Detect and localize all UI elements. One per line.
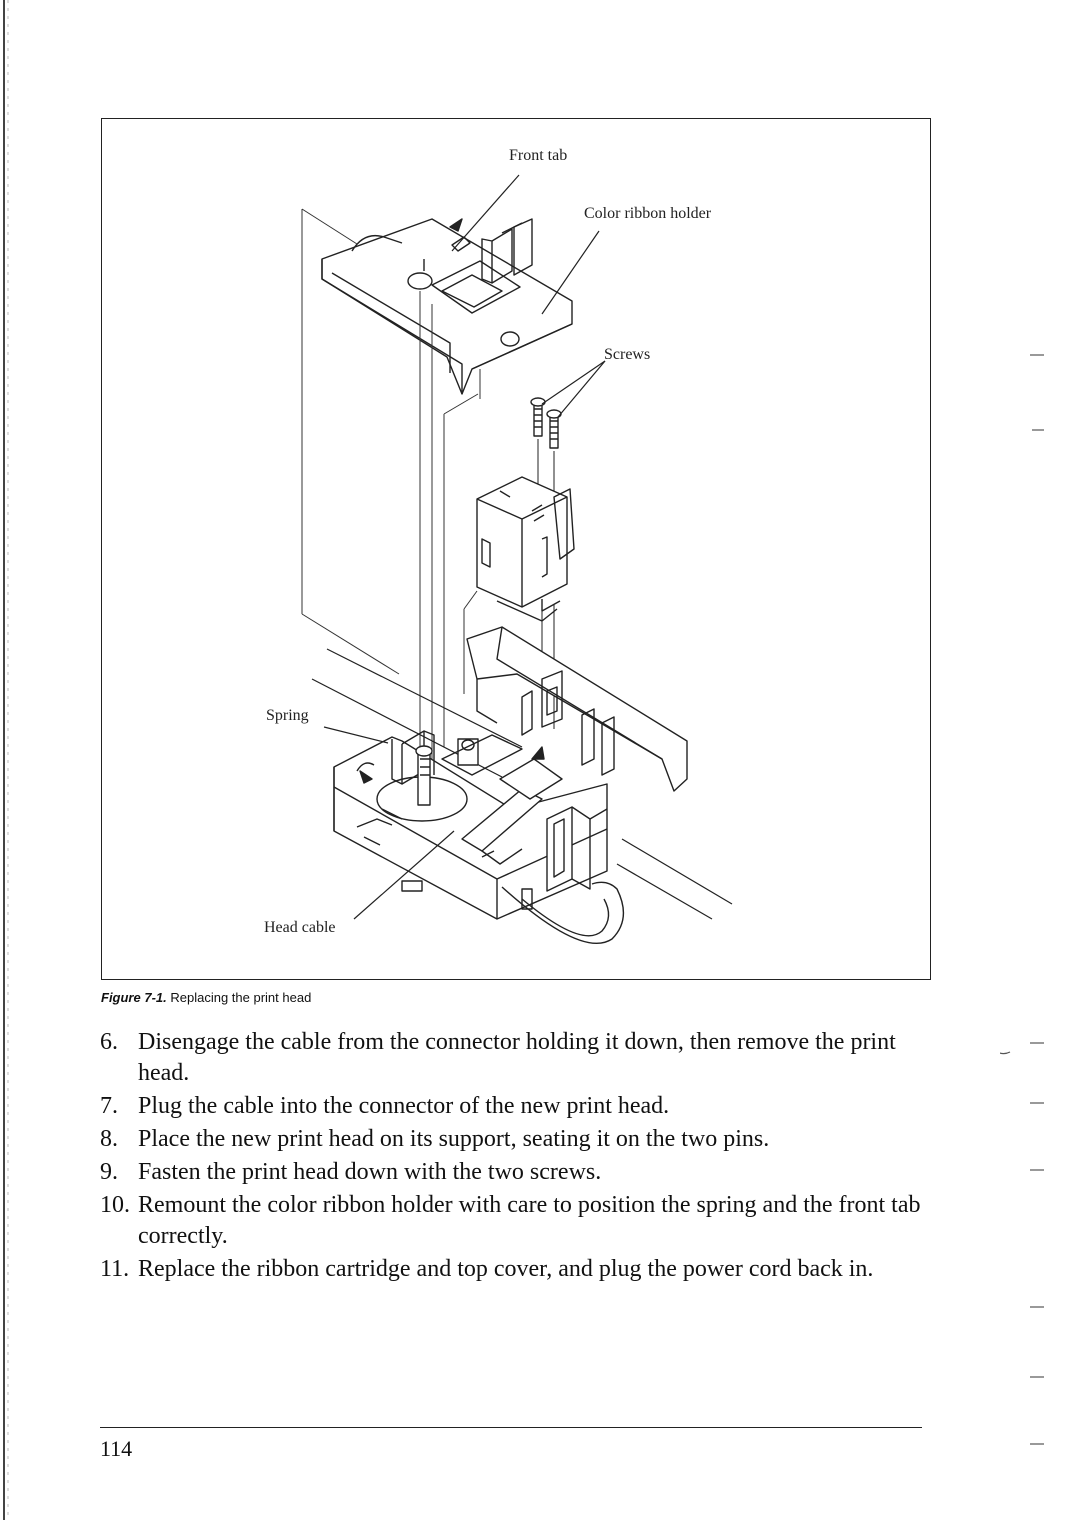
- instruction-steps: 6. Disengage the cable from the connector…: [100, 1027, 930, 1287]
- callout-color-ribbon-holder: Color ribbon holder: [584, 205, 712, 222]
- step-item: 8. Place the new print head on its suppor…: [100, 1124, 930, 1155]
- step-number: 9.: [100, 1159, 118, 1185]
- step-number: 11.: [100, 1256, 130, 1282]
- step-item: 10. Remount the color ribbon holder with …: [100, 1190, 930, 1252]
- step-number: 7.: [100, 1093, 118, 1119]
- figure-caption: Figure 7-1. Replacing the print head: [101, 990, 311, 1005]
- scan-edge-left: [3, 0, 9, 1520]
- step-text: Remount the color ribbon holder with car…: [138, 1192, 921, 1249]
- footer-rule: [100, 1427, 922, 1428]
- step-text: Place the new print head on its support,…: [138, 1126, 770, 1152]
- step-number: 8.: [100, 1126, 118, 1152]
- color-ribbon-holder-part: [321, 218, 573, 395]
- step-number: 6.: [100, 1029, 118, 1055]
- step-text: Fasten the print head down with the two …: [138, 1159, 602, 1185]
- page-number: 114: [100, 1436, 133, 1461]
- callout-spring: Spring: [266, 707, 309, 724]
- step-text: Plug the cable into the connector of the…: [138, 1093, 670, 1119]
- step-number: 10.: [100, 1192, 130, 1218]
- step-item: 7. Plug the cable into the connector of t…: [100, 1091, 930, 1122]
- figure-caption-label: Figure 7-1.: [101, 990, 167, 1005]
- figure-frame: Front tab Color ribbon holder Screws Spr…: [101, 118, 931, 980]
- step-item: 9. Fasten the print head down with the tw…: [100, 1157, 930, 1188]
- callout-head-cable: Head cable: [264, 919, 336, 936]
- ribbon-guide-part: [466, 626, 688, 792]
- step-item: 6. Disengage the cable from the connector…: [100, 1027, 930, 1089]
- scan-edge-right: [1000, 354, 1044, 1445]
- callout-front-tab: Front tab: [509, 147, 568, 164]
- callout-screws: Screws: [604, 346, 651, 363]
- print-head-exploded-diagram: [301, 174, 733, 944]
- figure-caption-text: Replacing the print head: [170, 990, 312, 1005]
- step-item: 11. Replace the ribbon cartridge and top …: [100, 1254, 930, 1285]
- step-text: Replace the ribbon cartridge and top cov…: [138, 1256, 874, 1282]
- step-text: Disengage the cable from the connector h…: [138, 1029, 896, 1086]
- carriage-base-part: [333, 730, 625, 944]
